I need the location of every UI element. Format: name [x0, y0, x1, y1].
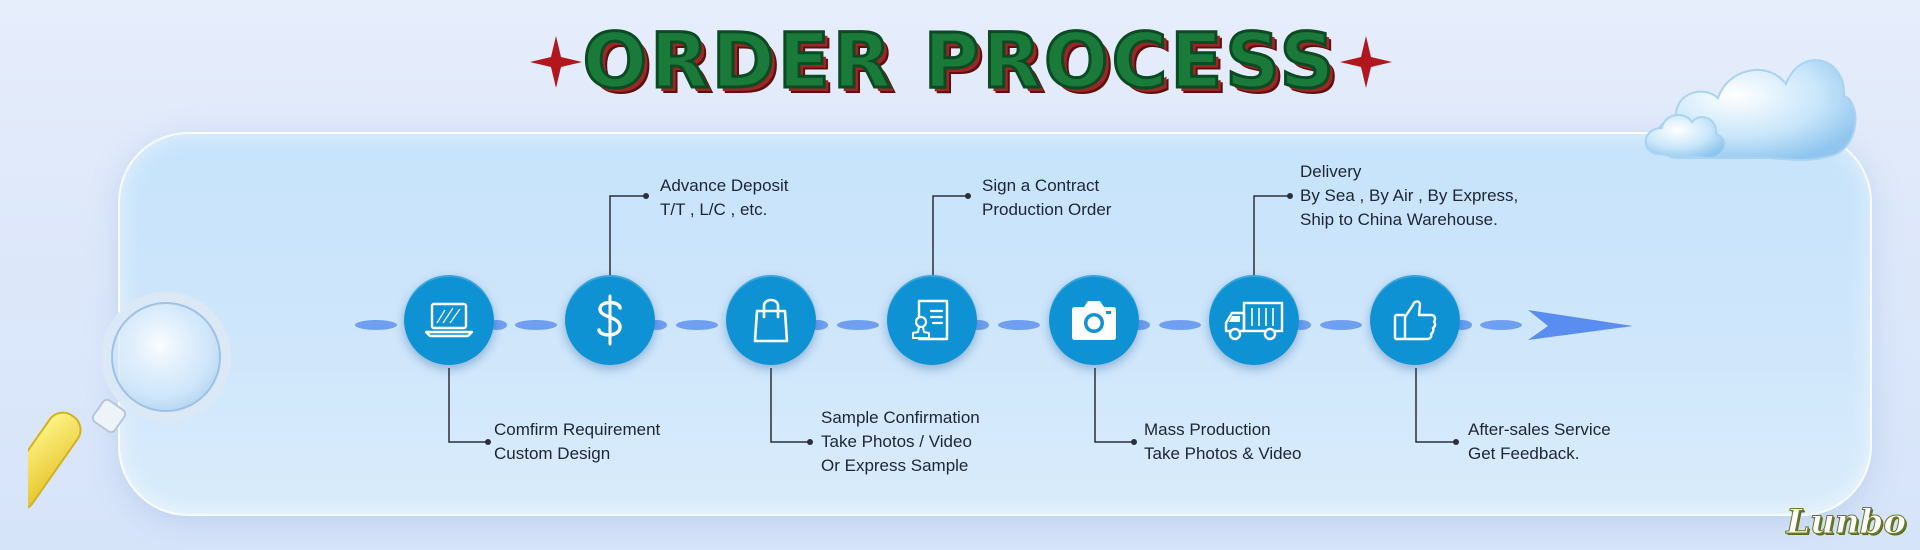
step-3-label: Sample Confirmation Take Photos / Video …	[821, 408, 980, 475]
page-title: ORDER PROCESS	[581, 15, 1338, 107]
star-icon	[530, 36, 582, 88]
star-icon	[1340, 36, 1392, 88]
cloud-icon	[1644, 59, 1857, 161]
dollar-icon	[597, 294, 622, 346]
step-5-label: Mass Production Take Photos & Video	[1144, 420, 1302, 463]
contract-stamp-icon	[912, 299, 949, 341]
thumbs-up-icon	[1393, 300, 1437, 341]
step-5-circle	[1049, 275, 1139, 365]
shopping-bag-icon	[753, 298, 789, 343]
step-4-label: Sign a Contract Production Order	[982, 176, 1112, 219]
step-3-circle	[726, 275, 816, 365]
magnifying-glass-icon	[28, 292, 231, 511]
step-6-circle	[1209, 275, 1299, 365]
step-7-label: After-sales Service Get Feedback.	[1468, 420, 1611, 463]
step-4-circle	[887, 275, 977, 365]
delivery-truck-icon	[1224, 301, 1284, 341]
laptop-icon	[424, 302, 474, 338]
step-1-circle	[404, 275, 494, 365]
step-6-label: Delivery By Sea , By Air , By Express, S…	[1300, 162, 1519, 229]
step-7-circle	[1370, 275, 1460, 365]
brand-watermark: Lunbo	[1786, 502, 1907, 543]
step-1-label: Comfirm Requirement Custom Design	[494, 420, 661, 463]
step-2-label: Advance Deposit T/T , L/C , etc.	[660, 176, 789, 219]
arrow-icon	[1528, 310, 1633, 340]
camera-icon	[1072, 301, 1116, 340]
step-2-circle	[565, 275, 655, 365]
